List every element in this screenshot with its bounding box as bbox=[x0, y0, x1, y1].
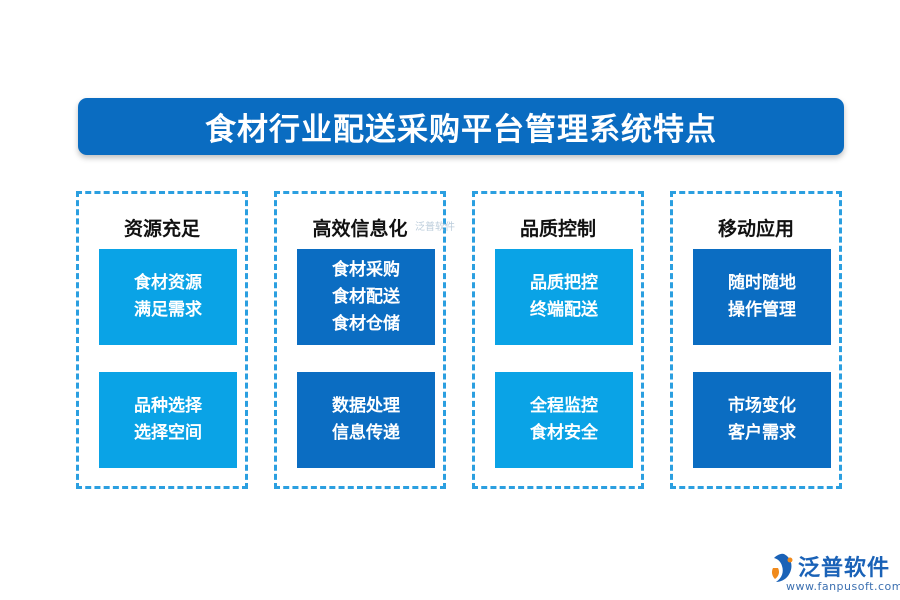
feature-card: 随时随地 操作管理 bbox=[693, 249, 831, 345]
column-resources: 资源充足 食材资源 满足需求 品种选择 选择空间 bbox=[76, 191, 248, 489]
brand-logo: 泛普软件 www.fanpusoft.com bbox=[768, 548, 900, 596]
card-line: 终端配送 bbox=[530, 300, 598, 320]
card-line: 信息传递 bbox=[332, 423, 400, 443]
card-line: 食材资源 bbox=[134, 273, 202, 293]
card-line: 数据处理 bbox=[332, 396, 400, 416]
feature-card: 食材资源 满足需求 bbox=[99, 249, 237, 345]
card-line: 操作管理 bbox=[728, 300, 796, 320]
logo-name: 泛普软件 bbox=[798, 556, 891, 581]
card-line: 全程监控 bbox=[530, 396, 598, 416]
page-title: 食材行业配送采购平台管理系统特点 bbox=[205, 112, 717, 148]
logo-url: www.fanpusoft.com bbox=[786, 580, 900, 593]
column-heading: 高效信息化 bbox=[312, 218, 408, 240]
card-line: 选择空间 bbox=[134, 423, 202, 443]
column-efficiency: 高效信息化 食材采购 食材配送 食材仓储 数据处理 信息传递 bbox=[274, 191, 446, 489]
watermark: 泛普软件 bbox=[415, 222, 455, 233]
card-line: 市场变化 bbox=[728, 396, 796, 416]
card-line: 随时随地 bbox=[728, 273, 796, 293]
card-line: 品种选择 bbox=[134, 396, 202, 416]
feature-card: 市场变化 客户需求 bbox=[693, 372, 831, 468]
feature-card: 品种选择 选择空间 bbox=[99, 372, 237, 468]
column-mobile: 移动应用 随时随地 操作管理 市场变化 客户需求 bbox=[670, 191, 842, 489]
column-quality: 品质控制 品质把控 终端配送 全程监控 食材安全 bbox=[472, 191, 644, 489]
card-line: 品质把控 bbox=[530, 273, 598, 293]
card-line: 满足需求 bbox=[134, 300, 202, 320]
feature-card: 全程监控 食材安全 bbox=[495, 372, 633, 468]
fanpu-logo-icon bbox=[771, 553, 793, 582]
card-line: 食材配送 bbox=[332, 286, 400, 307]
card-line: 食材安全 bbox=[530, 423, 598, 443]
column-heading: 品质控制 bbox=[519, 218, 596, 240]
feature-card: 数据处理 信息传递 bbox=[297, 372, 435, 468]
feature-card: 食材采购 食材配送 食材仓储 bbox=[297, 249, 435, 345]
title-banner: 食材行业配送采购平台管理系统特点 bbox=[78, 98, 844, 155]
card-line: 食材仓储 bbox=[332, 313, 400, 334]
feature-card: 品质把控 终端配送 bbox=[495, 249, 633, 345]
card-line: 客户需求 bbox=[728, 423, 796, 443]
column-heading: 资源充足 bbox=[123, 218, 200, 240]
column-heading: 移动应用 bbox=[717, 218, 794, 240]
card-line: 食材采购 bbox=[332, 259, 400, 280]
